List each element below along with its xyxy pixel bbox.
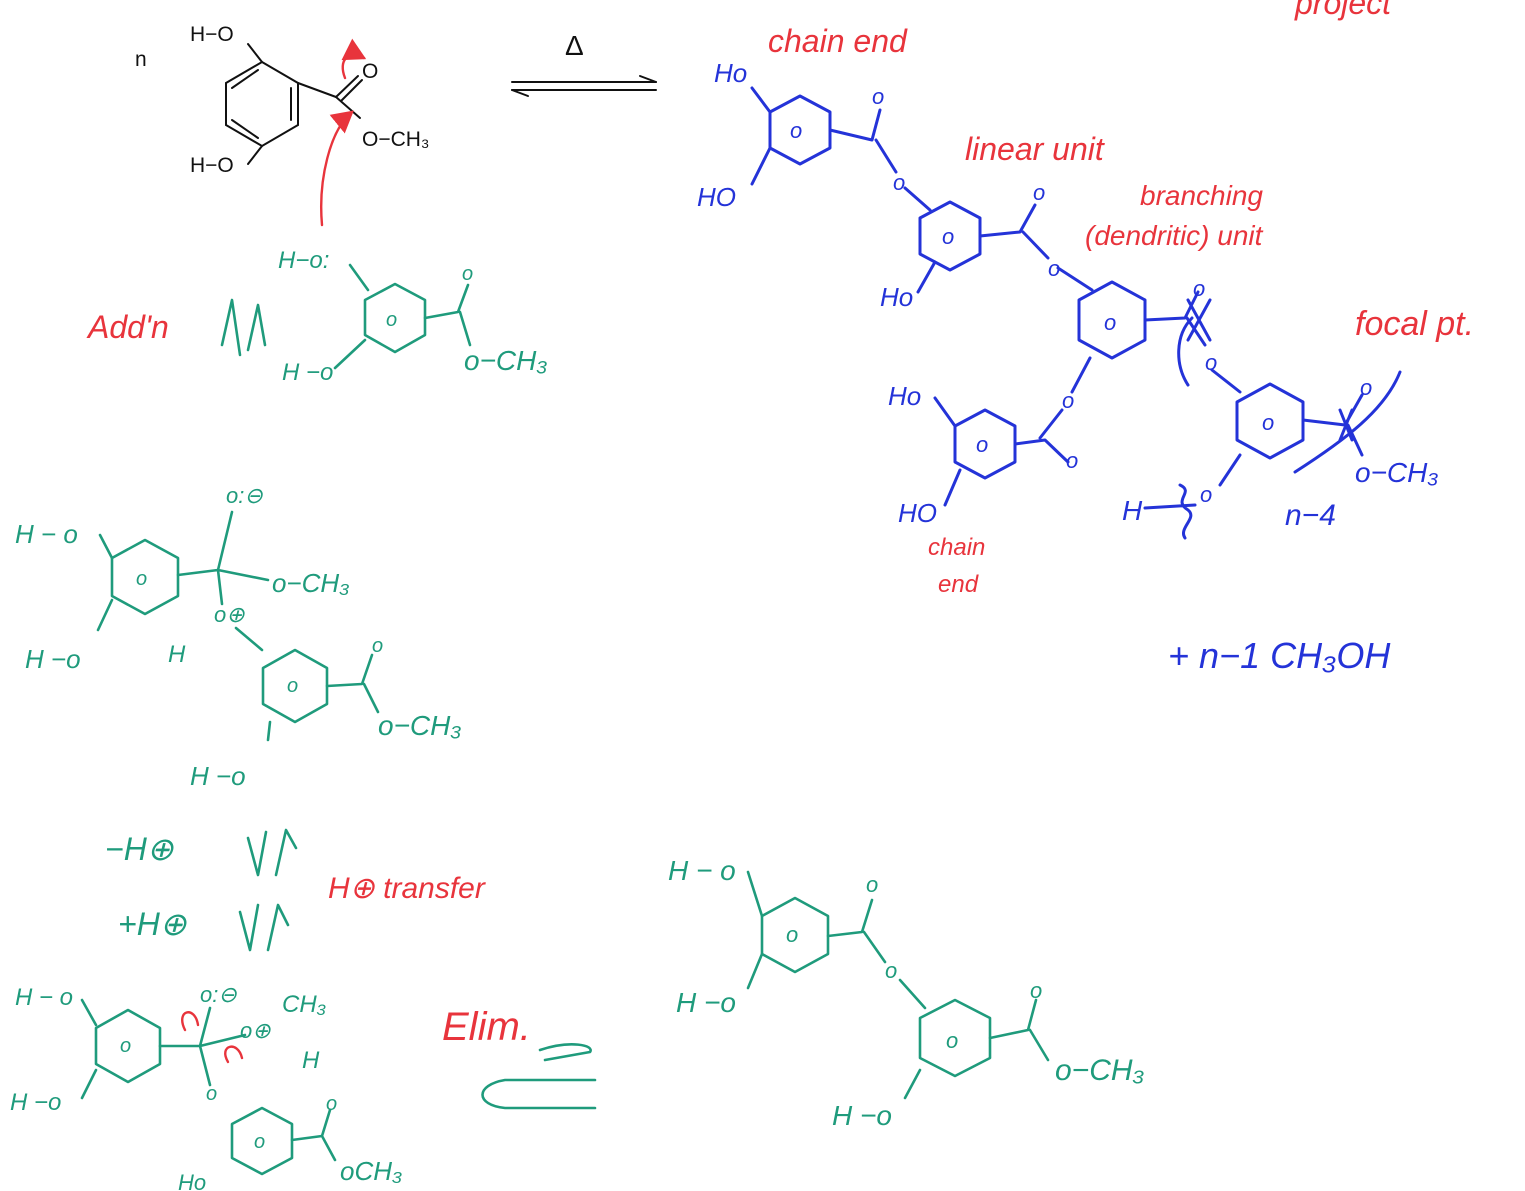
label-chain-end-top: chain end [768,23,908,59]
mechanism-step-dimer: H − o o o o H −o o o o−CH₃ H −o [668,855,1145,1131]
product-repeat-count: n−4 [1285,499,1336,532]
mechanism-step-pre-elimination: H − o o o:⊖ o⊕ CH₃ H H −o o o o oCH₃ Ho [10,982,402,1191]
reactant-ester: O−CH₃ [362,128,429,151]
svg-text:o: o [946,1028,958,1053]
svg-text:o: o [786,922,798,947]
label-elimination: Elim. [442,1005,531,1049]
product-ring-3 [1077,280,1147,360]
svg-text:o−CH₃: o−CH₃ [464,345,547,376]
product-ring-5 [1235,382,1305,460]
svg-text:o: o [885,958,897,983]
svg-text:o: o [872,84,884,109]
svg-text:o: o [1030,978,1042,1003]
svg-text:o: o [1360,375,1372,400]
svg-text:H: H [302,1047,320,1074]
svg-text:o: o [976,432,988,457]
svg-text:o: o [1193,276,1205,301]
svg-text:o: o [462,263,473,285]
byproduct-methanol: + n−1 CH₃OH [1168,635,1391,676]
svg-text:o−CH₃: o−CH₃ [378,710,461,741]
svg-text:H −o: H −o [190,761,246,791]
label-dendritic-unit: (dendritic) unit [1085,220,1264,251]
label-addition-step: Add'n [86,309,169,345]
label-chain-end-bottom-2: end [938,571,979,598]
reactant-carbonyl-o: O [362,60,378,83]
hyperbranched-product: o Ho HO o o o Ho o o o o o o o Ho HO o [697,58,1438,540]
reactant-structure: n H−O H−O O O−CH₃ [135,23,429,177]
svg-text:o: o [287,675,298,697]
product-ho-left: HO [697,182,736,212]
svg-text:o: o [254,1131,265,1153]
svg-text:H − o: H − o [668,855,736,886]
svg-text:o−CH₃: o−CH₃ [272,568,350,598]
svg-text:o: o [372,635,383,657]
svg-text:o: o [136,568,147,590]
svg-text:H − o: H − o [15,519,78,549]
svg-text:o: o [790,118,802,143]
product-ho-lower: Ho [888,381,921,411]
svg-text:o: o [866,872,878,897]
minus-proton: −H⊕ [105,831,174,867]
elim-reverse-arrow [481,1078,597,1110]
svg-text:o: o [326,1093,337,1115]
product-h-end: H [1122,495,1143,526]
label-branching: branching [1140,180,1263,211]
svg-text:H −o: H −o [832,1100,892,1131]
svg-text:CH₃: CH₃ [282,991,326,1018]
svg-text:o⊕: o⊕ [240,1018,271,1043]
svg-text:o: o [1048,256,1060,281]
svg-text:oCH₃: oCH₃ [340,1156,402,1186]
label-h-transfer: H⊕ transfer [328,872,486,905]
equilibrium-arrows: Δ [511,30,657,97]
svg-text:H −o: H −o [676,987,736,1018]
svg-text:o: o [893,170,905,195]
svg-text:H −o: H −o [10,1089,61,1116]
reactant-oh-top: H−O [190,23,234,46]
oxonium: o⊕ [214,602,245,627]
svg-text:o: o [386,309,397,331]
svg-text:o: o [120,1035,131,1057]
svg-text:H: H [168,641,186,668]
svg-text:o: o [1066,448,1078,473]
product-ring-2 [918,200,982,272]
plus-proton: +H⊕ [118,906,187,942]
reactant-oh-bottom: H−O [190,154,234,177]
svg-text:o: o [1200,482,1212,507]
label-focal-point: focal pt. [1355,305,1474,343]
svg-text:Ho: Ho [178,1170,206,1191]
svg-text:o: o [206,1083,217,1105]
svg-text:o: o [942,224,954,249]
label-corner-project: project [1294,0,1392,21]
mechanism-step-nucleophile: H−o: o o o−CH₃ H −o [220,247,547,386]
nucleophilic-attack-arrow [320,110,354,227]
product-ho-mid: Ho [880,282,913,312]
reactant-coefficient: n [135,48,147,71]
svg-text:o: o [1262,410,1274,435]
svg-text:o: o [1033,180,1045,205]
mechanism-step-tetrahedral: H − o o o:⊖ o−CH₃ H −o H o⊕ o o o−CH₃ H … [15,483,461,791]
mechanism-step-proton-transfer: −H⊕ +H⊕ [105,828,298,952]
svg-text:o−CH₃: o−CH₃ [1055,1054,1145,1087]
svg-text:o: o [1205,350,1217,375]
svg-text:o:⊖: o:⊖ [200,982,237,1007]
product-ester-end: o−CH₃ [1355,457,1438,488]
oxyanion: o:⊖ [226,483,263,508]
svg-text:H −o: H −o [282,359,333,386]
reactant-benzene-ring [225,60,299,148]
svg-text:o: o [1104,310,1116,335]
svg-text:H − o: H − o [15,984,73,1011]
elim-forward-arrow [538,1043,592,1062]
label-linear-unit: linear unit [965,131,1105,167]
nucleophile-oh: H−o: [278,247,329,274]
carbonyl-push-arrow [341,38,367,80]
heat-symbol: Δ [565,30,584,61]
svg-text:o: o [1062,388,1074,413]
svg-text:H −o: H −o [25,644,81,674]
label-chain-end-bottom-1: chain [928,534,985,561]
product-ho-top: Ho [714,58,747,88]
product-ho-bottom: HO [898,498,937,528]
